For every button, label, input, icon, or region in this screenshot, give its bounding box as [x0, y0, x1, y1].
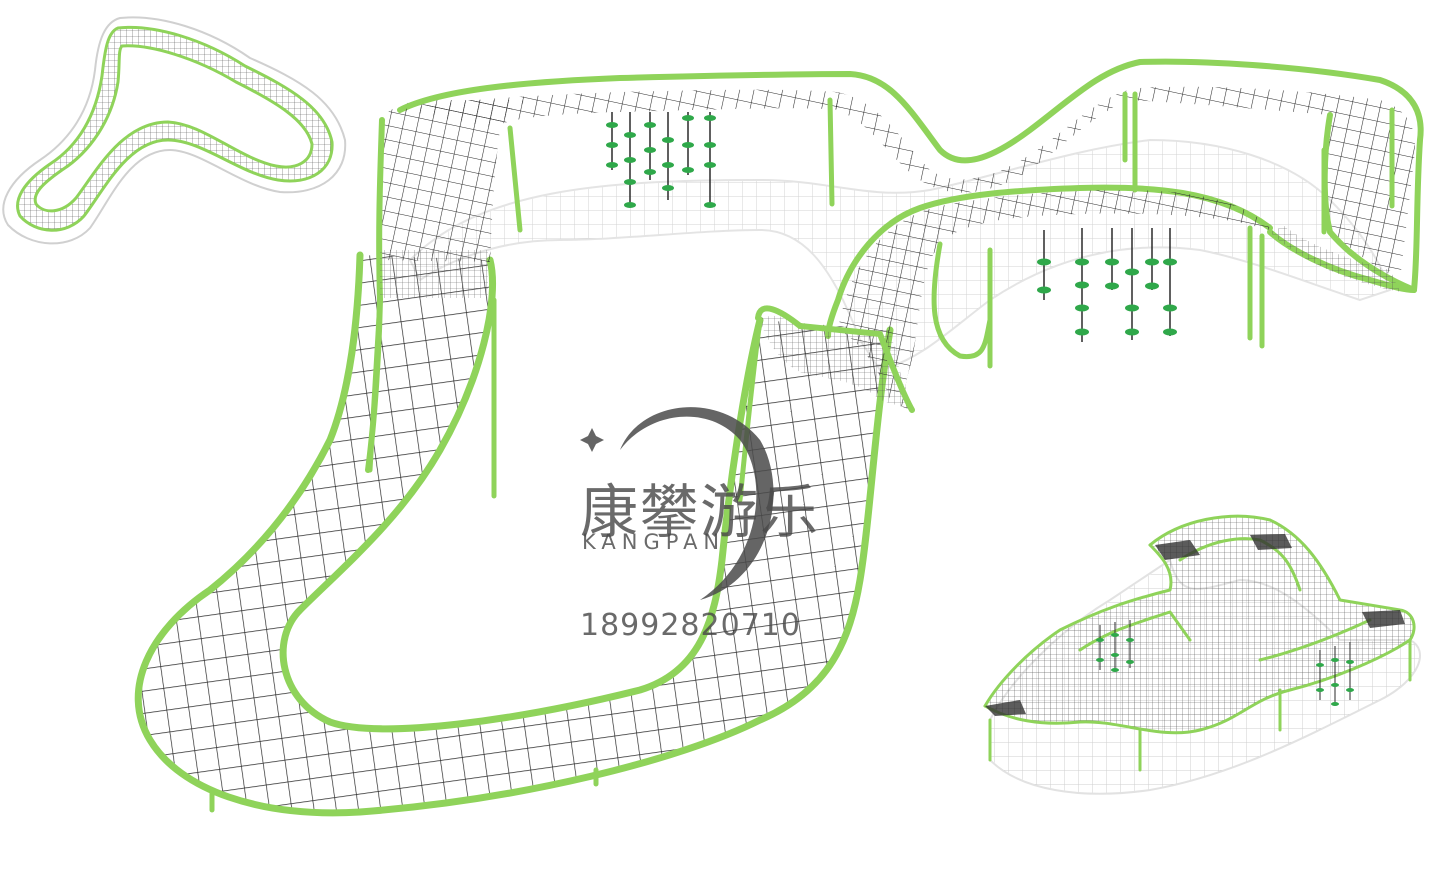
main-net-walkway: [134, 58, 1424, 817]
hanging-disc-cluster-left: [606, 112, 716, 208]
watermark-brand-name: 康攀游乐: [580, 478, 821, 546]
kangpan-logo-icon: [580, 407, 774, 600]
watermark-brand-latin: KANGPAN: [582, 530, 726, 554]
support-posts: [209, 91, 1395, 813]
star-sparkle-icon: [580, 428, 604, 452]
hanging-disc-cluster-right: [1037, 228, 1177, 342]
plan-view-thumbnail: [2, 16, 347, 245]
watermark-phone-number: 18992820710: [580, 608, 801, 643]
isometric-view-thumbnail: [983, 514, 1421, 795]
